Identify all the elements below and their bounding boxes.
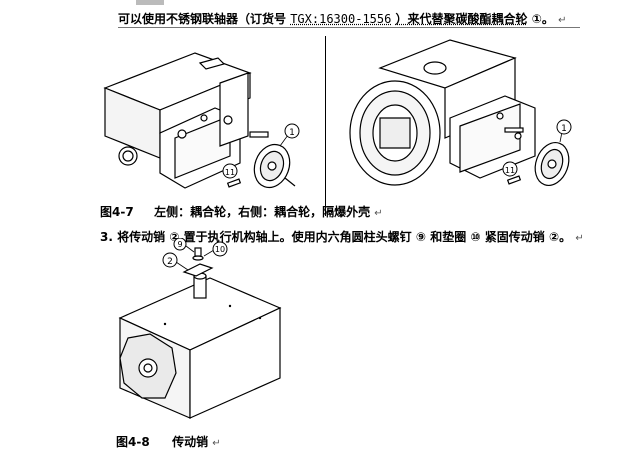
intro-underline xyxy=(118,27,580,28)
right-coupling-drawing: 1 11 xyxy=(349,39,572,186)
step-3-number: 3. xyxy=(100,230,113,244)
return-mark: ↵ xyxy=(212,438,221,449)
right-callout-11: 11 xyxy=(505,166,515,175)
intro-text-b: ）来代替聚碳酸酯耦合轮 xyxy=(395,12,528,26)
left-callout-11: 11 xyxy=(225,168,235,177)
intro-line: 可以使用不锈钢联轴器（订货号 TGX:16300-1556 ）来代替聚碳酸酯耦合… xyxy=(118,10,567,27)
left-coupling-drawing: 1 11 xyxy=(103,52,300,189)
figure-divider xyxy=(325,36,326,216)
intro-ref-1: ① xyxy=(531,12,542,26)
step-3-ref-2b: ② xyxy=(549,230,560,244)
step-3-text-a: 将传动销 xyxy=(117,230,166,244)
figure-4-8-caption: 图4-8 传动销 ↵ xyxy=(116,433,221,450)
figure-4-8-text: 传动销 xyxy=(172,435,209,449)
step-3-ref-10: ⑩ xyxy=(470,230,481,244)
left-callout-1: 1 xyxy=(289,128,295,138)
callout-9: 9 xyxy=(177,240,182,249)
return-mark: ↵ xyxy=(558,15,567,26)
actuator-drawing: 2 9 10 xyxy=(118,238,282,419)
figure-4-7-caption: 图4-7 左侧：耦合轮，右侧：耦合轮，隔爆外壳 ↵ xyxy=(100,203,383,220)
step-3-ref-9: ⑨ xyxy=(415,230,427,244)
step-3-text-d: 紧固传动销 xyxy=(484,230,545,244)
step-3-text-c: 和垫圈 xyxy=(430,230,467,244)
order-number: TGX:16300-1556 xyxy=(290,12,392,26)
callout-10: 10 xyxy=(215,245,225,254)
step-3: 3. 将传动销 ② 置于执行机构轴上。使用内六角圆柱头螺钉 ⑨ 和垫圈 ⑩ 紧固… xyxy=(100,228,584,245)
step-3-text-b: 置于执行机构轴上。使用内六角圆柱头螺钉 xyxy=(183,230,412,244)
intro-text-a: 可以使用不锈钢联轴器（订货号 xyxy=(118,12,287,26)
figure-4-8-number: 图4-8 xyxy=(116,435,150,449)
return-mark: ↵ xyxy=(575,233,584,244)
step-3-ref-2: ② xyxy=(169,230,180,244)
figure-4-7-text: 左侧：耦合轮，右侧：耦合轮，隔爆外壳 xyxy=(154,205,371,219)
header-mark xyxy=(136,0,164,5)
return-mark: ↵ xyxy=(374,208,383,219)
figure-4-7-number: 图4-7 xyxy=(100,205,134,219)
right-callout-1: 1 xyxy=(561,124,567,134)
intro-tail: 。 xyxy=(541,12,554,26)
step-3-tail: 。 xyxy=(559,230,572,244)
callout-2: 2 xyxy=(167,257,173,267)
